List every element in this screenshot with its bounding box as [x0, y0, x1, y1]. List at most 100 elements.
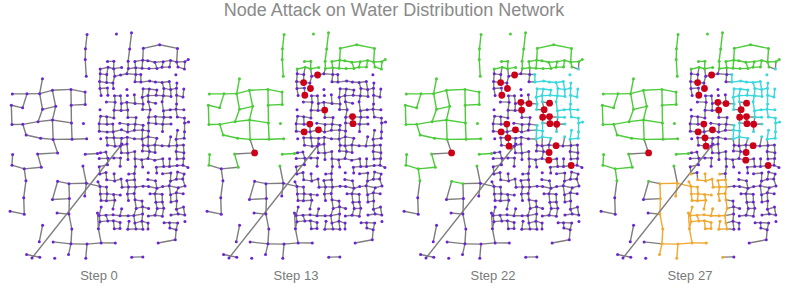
junction — [155, 88, 158, 91]
pipe — [53, 242, 71, 244]
junction — [324, 214, 327, 217]
junction — [295, 80, 298, 83]
junction — [359, 207, 362, 210]
junction — [183, 130, 186, 133]
junction — [98, 173, 101, 176]
junction — [303, 86, 306, 89]
junction — [127, 67, 130, 70]
junction — [358, 81, 361, 84]
pipe — [267, 229, 269, 244]
pipe — [405, 105, 416, 108]
junction — [296, 137, 299, 140]
junction — [351, 151, 354, 154]
pipe — [130, 33, 132, 49]
junction — [114, 241, 117, 244]
junction — [372, 108, 375, 111]
junction — [162, 94, 165, 97]
junction — [359, 109, 362, 112]
junction — [358, 100, 361, 103]
pipe — [52, 89, 71, 91]
pipe — [433, 225, 436, 242]
pipe — [40, 79, 43, 94]
junction — [96, 212, 99, 215]
junction — [339, 144, 342, 147]
junction — [207, 104, 210, 107]
junction — [316, 156, 319, 159]
junction — [146, 178, 149, 181]
pipe — [464, 229, 466, 244]
junction — [415, 106, 418, 109]
junction — [175, 102, 178, 105]
junction — [142, 102, 145, 105]
junction — [168, 227, 171, 230]
junction — [264, 213, 267, 216]
junction — [372, 94, 375, 97]
junction — [105, 199, 108, 202]
junction — [379, 88, 382, 91]
junction — [107, 66, 110, 69]
junction — [141, 199, 144, 202]
junction — [309, 60, 312, 63]
junction — [183, 68, 186, 71]
pipe — [569, 230, 571, 240]
junction — [161, 81, 164, 84]
junction — [311, 145, 314, 148]
junction — [379, 192, 382, 195]
junction — [51, 89, 54, 92]
junction — [175, 144, 178, 147]
junction — [267, 228, 270, 231]
junction — [119, 194, 122, 197]
pipe — [235, 120, 249, 122]
junction — [327, 256, 330, 259]
pipe — [405, 155, 407, 166]
junction — [222, 133, 225, 136]
junction — [120, 128, 123, 131]
pipe — [570, 48, 572, 62]
junction — [169, 200, 172, 203]
junction — [308, 82, 311, 85]
junction — [126, 116, 129, 119]
junction — [113, 179, 116, 182]
junction — [338, 255, 341, 258]
junction — [435, 77, 438, 80]
junction — [134, 102, 137, 105]
junction — [140, 158, 143, 161]
junction — [309, 219, 312, 222]
junction — [552, 43, 555, 46]
junction — [175, 150, 178, 153]
junction — [358, 185, 361, 188]
junction — [309, 156, 312, 159]
junction — [169, 59, 172, 62]
pipe — [223, 135, 238, 138]
junction — [84, 47, 87, 50]
junction — [52, 138, 55, 141]
junction — [120, 178, 123, 181]
pipe — [357, 45, 375, 49]
junction — [372, 81, 375, 84]
junction — [130, 31, 133, 34]
junction — [309, 67, 312, 70]
pipe — [447, 242, 465, 244]
junction — [221, 179, 224, 182]
pipe — [221, 169, 223, 181]
junction — [127, 60, 130, 63]
junction — [267, 104, 270, 107]
pipe — [329, 256, 340, 258]
junction — [141, 129, 144, 132]
pipe — [10, 211, 24, 214]
junction — [296, 185, 299, 188]
junction — [161, 157, 164, 160]
junction — [352, 137, 355, 140]
junction — [296, 115, 299, 118]
pipe — [465, 243, 481, 245]
pipe — [40, 94, 43, 110]
junction — [281, 153, 284, 156]
pipe — [479, 49, 481, 60]
junction — [106, 86, 109, 89]
pipe — [522, 49, 524, 61]
pipe — [69, 244, 71, 255]
junction — [161, 123, 164, 126]
junction — [522, 48, 525, 51]
junction — [379, 164, 382, 167]
junction — [147, 207, 150, 210]
